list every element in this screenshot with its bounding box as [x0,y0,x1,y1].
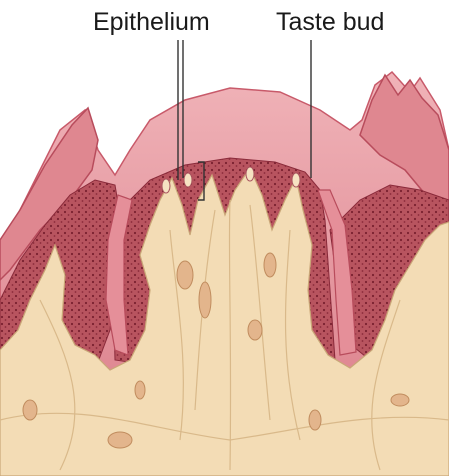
epithelium-label: Epithelium [93,10,210,35]
taste-bud-label: Taste bud [276,10,384,35]
